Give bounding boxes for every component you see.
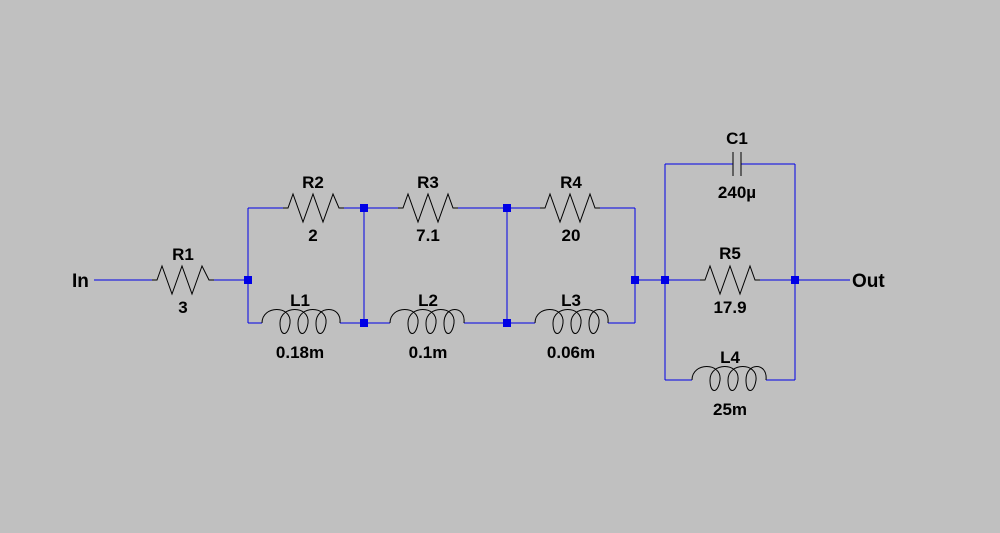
c1-name-label[interactable]: C1 xyxy=(726,129,748,148)
resistor-r5-symbol[interactable] xyxy=(700,264,760,296)
resistor-r1[interactable] xyxy=(152,264,214,296)
junction-node[interactable] xyxy=(503,319,511,327)
r5-value-label[interactable]: 17.9 xyxy=(713,298,746,317)
l3-name-label[interactable]: L3 xyxy=(561,291,581,310)
resistor-r3-symbol[interactable] xyxy=(398,192,458,224)
inductor-l3-symbol[interactable] xyxy=(534,309,609,334)
resistor-r2[interactable] xyxy=(283,192,344,224)
resistor-r4-symbol[interactable] xyxy=(540,192,600,224)
junction-node[interactable] xyxy=(503,204,511,212)
port-label-out[interactable]: Out xyxy=(852,271,885,292)
resistor-r3[interactable] xyxy=(398,192,458,224)
r1-value-label[interactable]: 3 xyxy=(178,298,187,317)
junction-node[interactable] xyxy=(360,204,368,212)
l4-value-label[interactable]: 25m xyxy=(713,400,747,419)
inductor-l3[interactable] xyxy=(534,309,609,334)
junction-node[interactable] xyxy=(360,319,368,327)
inductor-l4[interactable] xyxy=(691,366,767,391)
junction-node[interactable] xyxy=(791,276,799,284)
r2-name-label[interactable]: R2 xyxy=(302,173,324,192)
l4-name-label[interactable]: L4 xyxy=(720,348,740,367)
resistor-r2-symbol[interactable] xyxy=(283,192,344,224)
inductor-l2[interactable] xyxy=(389,309,465,334)
port-label-in[interactable]: In xyxy=(72,271,89,292)
l1-value-label[interactable]: 0.18m xyxy=(276,343,324,362)
l2-value-label[interactable]: 0.1m xyxy=(409,343,448,362)
c1-value-label[interactable]: 240µ xyxy=(718,183,756,202)
inductor-l1[interactable] xyxy=(261,309,341,334)
resistor-r1-symbol[interactable] xyxy=(152,264,214,296)
r3-value-label[interactable]: 7.1 xyxy=(416,226,440,245)
resistor-r5[interactable] xyxy=(700,264,760,296)
inductor-l1-symbol[interactable] xyxy=(261,309,341,334)
inductor-l4-symbol[interactable] xyxy=(691,366,767,391)
capacitor-c1[interactable] xyxy=(732,152,742,176)
junction-nodes xyxy=(244,204,799,327)
r1-name-label[interactable]: R1 xyxy=(172,245,194,264)
r4-value-label[interactable]: 20 xyxy=(562,226,581,245)
r2-value-label[interactable]: 2 xyxy=(308,226,317,245)
inductor-l2-symbol[interactable] xyxy=(389,309,465,334)
l3-value-label[interactable]: 0.06m xyxy=(547,343,595,362)
junction-node[interactable] xyxy=(661,276,669,284)
r4-name-label[interactable]: R4 xyxy=(560,173,582,192)
wires xyxy=(94,163,850,381)
r3-name-label[interactable]: R3 xyxy=(417,173,439,192)
l2-name-label[interactable]: L2 xyxy=(418,291,438,310)
l1-name-label[interactable]: L1 xyxy=(290,291,310,310)
resistor-r4[interactable] xyxy=(540,192,600,224)
junction-node[interactable] xyxy=(631,276,639,284)
junction-node[interactable] xyxy=(244,276,252,284)
r5-name-label[interactable]: R5 xyxy=(719,244,741,263)
